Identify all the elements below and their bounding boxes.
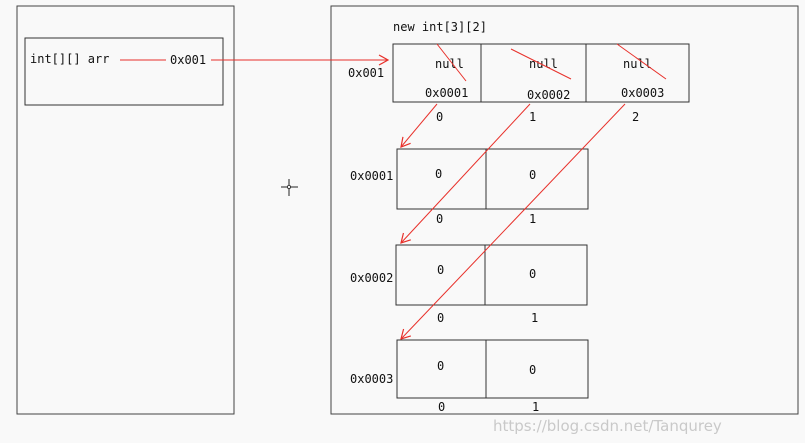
heap-panel xyxy=(330,5,799,415)
inner-array-1-value-0: 0 xyxy=(437,263,444,277)
inner-array-2-index-0: 0 xyxy=(438,400,445,414)
crosshair-cursor-icon xyxy=(281,179,298,196)
outer-cell-2-strike xyxy=(616,43,667,80)
inner-array-1-box xyxy=(395,244,588,306)
inner-array-1-index-1: 1 xyxy=(531,311,538,325)
outer-cell-1-strike xyxy=(510,48,572,80)
inner-array-2-value-0: 0 xyxy=(437,359,444,373)
outer-cell-0-strike xyxy=(436,43,467,82)
inner-array-0-index-1: 1 xyxy=(529,212,536,226)
heap-expression: new int[3][2] xyxy=(393,20,487,34)
outer-cell-0-old-value: null xyxy=(435,57,464,71)
outer-cell-1-old-value: null xyxy=(529,57,558,71)
inner-array-0-value-0: 0 xyxy=(435,167,442,181)
outer-cell-2-value: 0x0003 xyxy=(621,86,664,100)
inner-array-0-index-0: 0 xyxy=(436,212,443,226)
outer-index-2: 2 xyxy=(632,110,639,124)
outer-cell-1-value: 0x0002 xyxy=(527,88,570,102)
inner-array-2-box xyxy=(396,339,589,399)
inner-array-2-value-1: 0 xyxy=(529,363,536,377)
arr-variable-label: int[][] arr xyxy=(30,52,109,66)
outer-cell-2-old-value: null xyxy=(623,57,652,71)
outer-array-box xyxy=(392,43,690,103)
stack-panel xyxy=(16,5,235,415)
outer-index-0: 0 xyxy=(436,110,443,124)
inner-array-2-index-1: 1 xyxy=(532,400,539,414)
inner-array-1-address: 0x0002 xyxy=(350,271,393,285)
inner-array-0-value-1: 0 xyxy=(529,168,536,182)
arr-variable-box xyxy=(24,37,224,106)
inner-array-2-address: 0x0003 xyxy=(350,372,393,386)
outer-array-address: 0x001 xyxy=(348,66,384,80)
inner-array-0-box xyxy=(396,148,589,210)
arrow-cell-1-to-inner-1 xyxy=(400,103,531,244)
arr-reference-value: 0x001 xyxy=(170,53,206,67)
arrow-cell-0-to-inner-0 xyxy=(400,103,438,148)
inner-array-1-value-1: 0 xyxy=(529,267,536,281)
inner-array-0-address: 0x0001 xyxy=(350,169,393,183)
inner-array-1-index-0: 0 xyxy=(437,311,444,325)
watermark: https://blog.csdn.net/Tanqurey xyxy=(493,417,722,435)
arrow-cell-2-to-inner-2 xyxy=(400,103,626,340)
outer-cell-0-value: 0x0001 xyxy=(425,86,468,100)
outer-index-1: 1 xyxy=(529,110,536,124)
